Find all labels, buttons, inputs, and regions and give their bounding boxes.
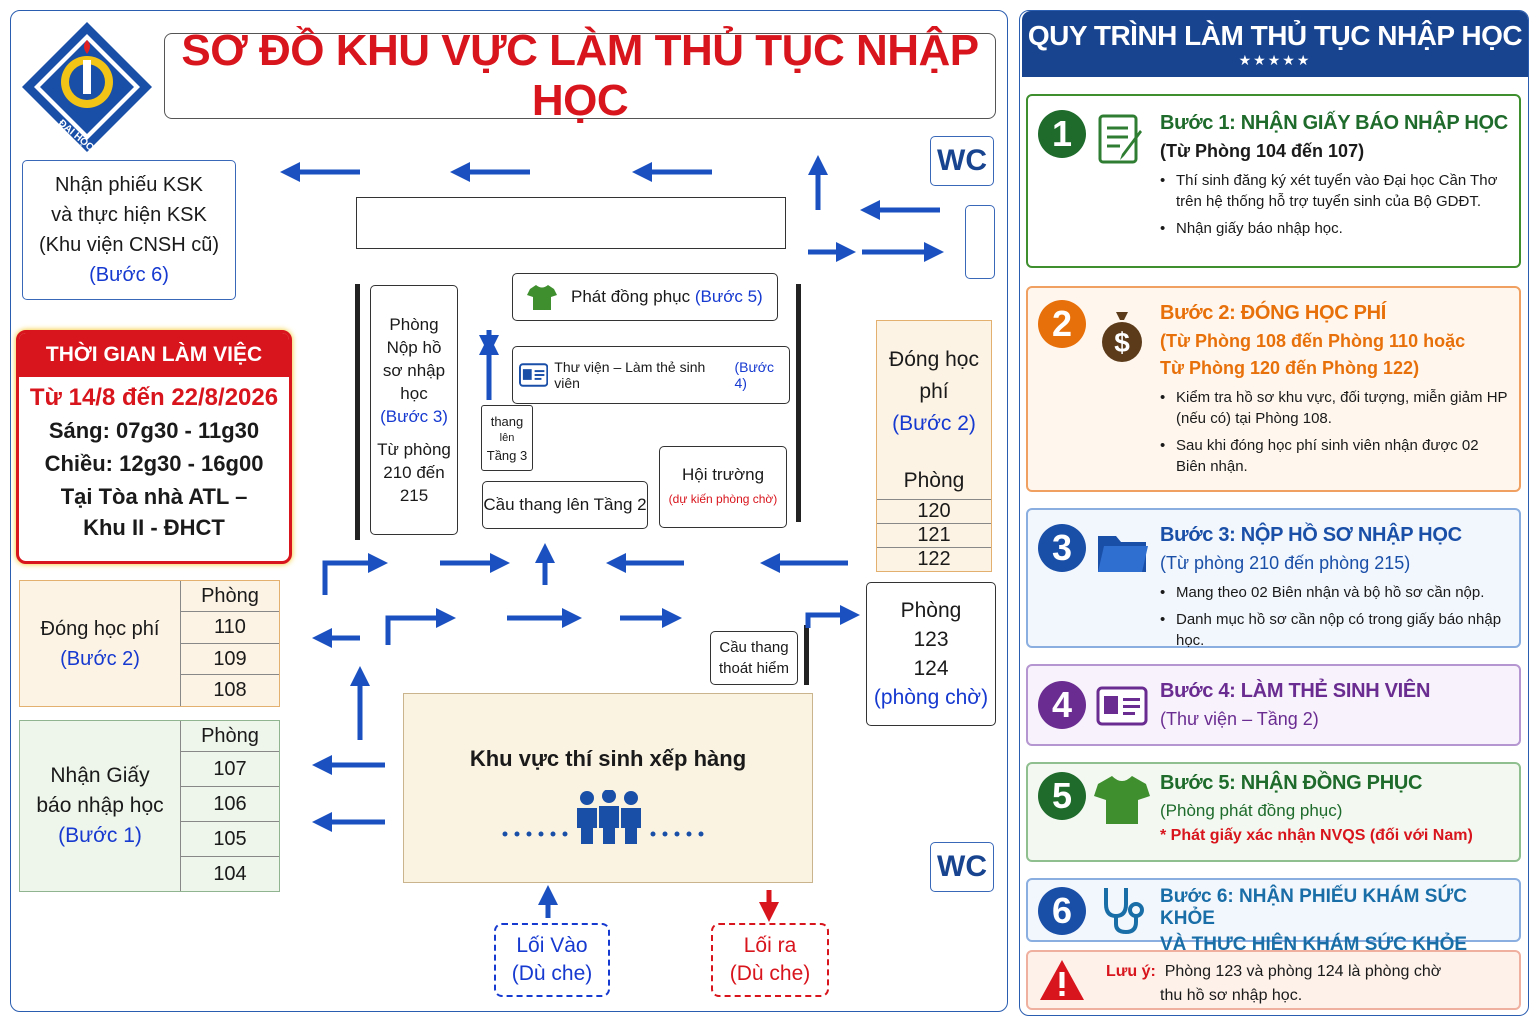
wc-top: WC [930, 136, 994, 186]
step-6-card: 6 Bước 6: NHẬN PHIẾU KHÁM SỨC KHỎE VÀ TH… [1026, 878, 1521, 955]
ksk-box: Nhận phiếu KSK và thực hiện KSK (Khu việ… [22, 160, 236, 300]
money-bag-icon: $ [1102, 312, 1142, 362]
people-queue-icon [502, 790, 704, 844]
fee-right-table: Đóng học phí (Bước 2) Phòng 120 121 122 [876, 320, 992, 572]
side-block [965, 205, 995, 279]
hall-box: Hội trường (dự kiến phòng chờ) [659, 446, 787, 528]
stairs-floor3-box: thang lên Tầng 3 [481, 405, 533, 471]
waiting-room-box: Phòng 123 124 (phòng chờ) [866, 582, 996, 726]
wall-right [796, 284, 801, 522]
uniform-box: Phát đồng phục (Bước 5) [512, 273, 778, 321]
step-6-number: 6 [1038, 887, 1086, 935]
working-time-box: THỜI GIAN LÀM VIỆC Từ 14/8 đến 22/8/2026… [16, 330, 292, 564]
exit-box: Lối ra (Dù che) [711, 923, 829, 997]
wc-bottom: WC [930, 842, 994, 892]
corridor-block [356, 197, 786, 249]
process-frame [1019, 10, 1529, 1016]
id-card-icon [519, 363, 549, 387]
step-1-number: 1 [1038, 110, 1086, 158]
note-card: Lưu ý: Phòng 123 và phòng 124 là phòng c… [1026, 950, 1521, 1010]
emergency-stairs-box: Cầu thang thoát hiểm [710, 631, 798, 685]
process-header: QUY TRÌNH LÀM THỦ TỤC NHẬP HỌC ★★★★★ [1022, 11, 1528, 77]
wall-emergency [804, 625, 809, 685]
library-box: Thư viện – Làm thẻ sinh viên (Bước 4) [512, 346, 790, 404]
step-4-number: 4 [1038, 681, 1086, 729]
flow-arrows [280, 155, 944, 922]
step-2-card: 2 $ Bước 2: ĐÓNG HỌC PHÍ (Từ Phòng 108 đ… [1026, 286, 1521, 492]
working-time-header: THỜI GIAN LÀM VIỆC [19, 333, 289, 377]
submit-room-box: Phòng Nộp hồ sơ nhập học (Bước 3) Từ phò… [370, 285, 458, 535]
step-1-card: 1 Bước 1: NHẬN GIẤY BÁO NHẬP HỌC (Từ Phò… [1026, 94, 1521, 268]
stairs-floor2-box: Cầu thang lên Tầng 2 [482, 481, 648, 529]
step-5-card: 5 Bước 5: NHẬN ĐỒNG PHỤC (Phòng phát đồn… [1026, 762, 1521, 862]
step-2-number: 2 [1038, 300, 1086, 348]
shirt-icon [527, 285, 557, 310]
arrow-low-turn [385, 608, 456, 645]
wall-left [355, 284, 360, 540]
uniform-shirt-icon [1094, 776, 1150, 824]
page-title-box: SƠ ĐỒ KHU VỰC LÀM THỦ TỤC NHẬP HỌC [164, 26, 996, 125]
stethoscope-icon [1104, 888, 1144, 935]
step-5-number: 5 [1038, 772, 1086, 820]
warning-icon [1040, 960, 1084, 1000]
entrance-box: Lối Vào (Dù che) [494, 923, 610, 997]
step-3-number: 3 [1038, 524, 1086, 572]
student-card-icon [1096, 686, 1148, 726]
svg-text:$: $ [1114, 327, 1130, 358]
step-4-card: 4 Bước 4: LÀM THẺ SINH VIÊN (Thư viện – … [1026, 664, 1521, 746]
document-pen-icon [1098, 114, 1142, 164]
arrow-mid-turn [322, 553, 388, 595]
step-3-card: 3 Bước 3: NỘP HỒ SƠ NHẬP HỌC (Từ phòng 2… [1026, 508, 1521, 649]
map-frame [10, 10, 1008, 1012]
folder-icon [1098, 536, 1148, 572]
notice-left-table: Nhận Giấy báo nhập học (Bước 1) Phòng 10… [19, 720, 280, 892]
fee-left-table: Đóng học phí (Bước 2) Phòng 110 109 108 [19, 580, 280, 707]
arrow-to-waiting [805, 605, 860, 628]
queue-area: Khu vực thí sinh xếp hàng [403, 693, 813, 883]
page-title: SƠ ĐỒ KHU VỰC LÀM THỦ TỤC NHẬP HỌC [181, 26, 979, 125]
